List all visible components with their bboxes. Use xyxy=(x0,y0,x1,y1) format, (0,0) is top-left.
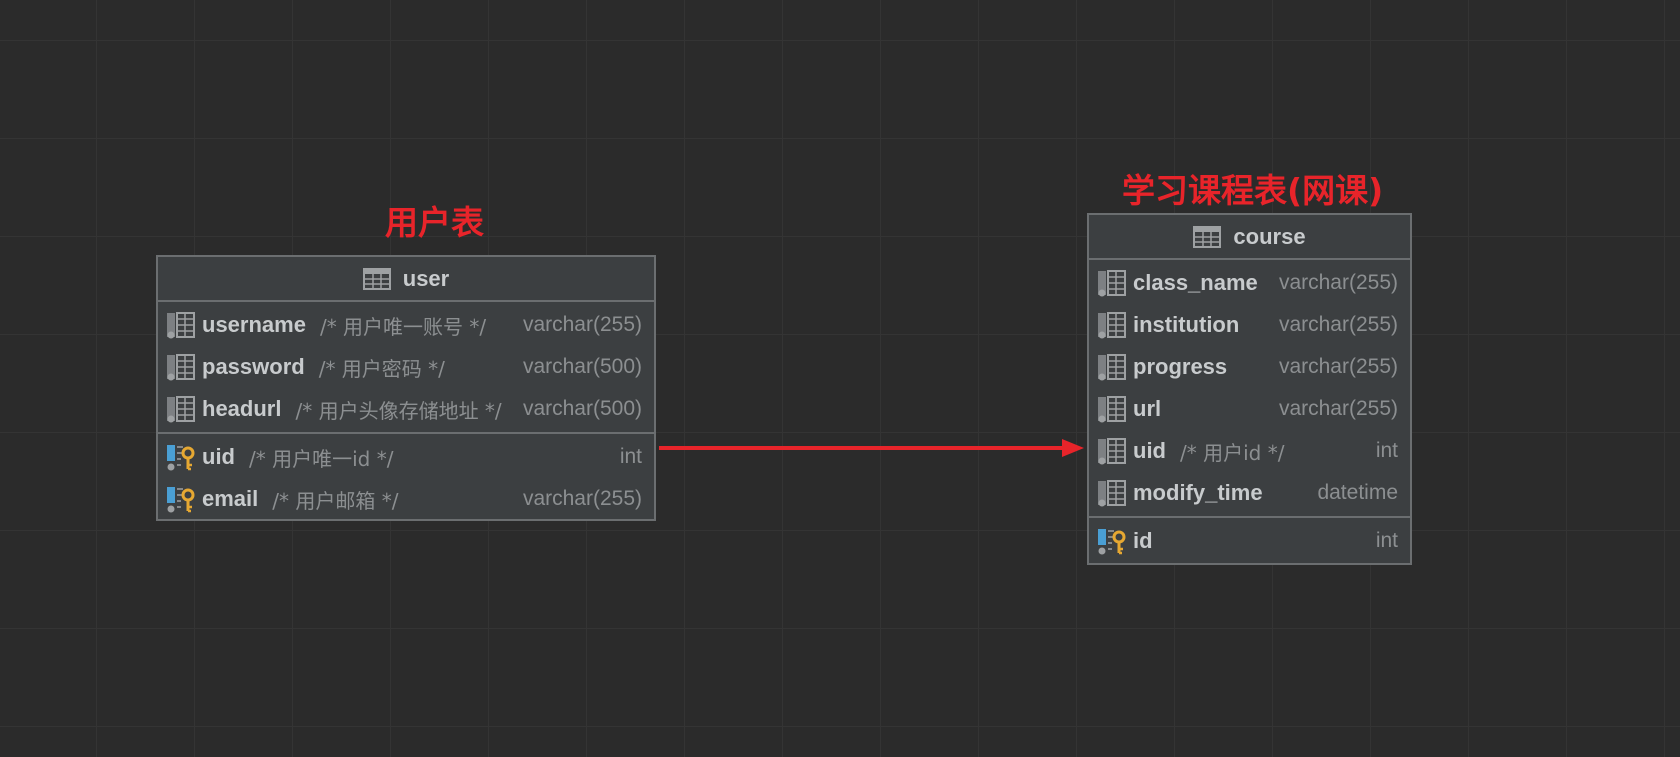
column-type: varchar(255) xyxy=(522,313,642,336)
course-table-annotation: 学习课程表(网课) xyxy=(1122,171,1384,210)
key-section: id int xyxy=(1089,518,1410,564)
column-comment: /* 用户密码 */ xyxy=(318,356,445,381)
key-section: uid /* 用户唯一id */ int email /* 用户邮箱 */ va… xyxy=(158,434,654,522)
column-name: uid xyxy=(202,444,235,469)
column-type: int xyxy=(1375,529,1398,552)
column-row[interactable]: url varchar(255) xyxy=(1089,388,1410,430)
user-table-node[interactable]: user username /* 用户唯一账号 */ varchar(255) … xyxy=(156,255,656,521)
column-row[interactable]: username /* 用户唯一账号 */ varchar(255) xyxy=(158,304,654,346)
column-type: varchar(500) xyxy=(522,355,642,378)
column-type: varchar(255) xyxy=(1278,355,1398,378)
column-name: modify_time xyxy=(1133,480,1263,505)
column-type: int xyxy=(1375,439,1398,462)
column-comment: /* 用户唯一id */ xyxy=(249,446,394,471)
key-column-row[interactable]: email /* 用户邮箱 */ varchar(255) xyxy=(158,478,654,520)
column-type: datetime xyxy=(1317,481,1398,504)
column-name: institution xyxy=(1133,312,1240,337)
column-section: username /* 用户唯一账号 */ varchar(255) passw… xyxy=(158,302,654,434)
table-name: course xyxy=(1233,223,1306,249)
column-name: url xyxy=(1133,396,1162,421)
column-comment: /* 用户id */ xyxy=(1180,440,1285,465)
column-comment: /* 用户头像存储地址 */ xyxy=(295,398,502,423)
table-name: user xyxy=(402,265,450,291)
column-comment: /* 用户唯一账号 */ xyxy=(319,314,487,339)
column-row[interactable]: class_name varchar(255) xyxy=(1089,262,1410,304)
column-row[interactable]: password /* 用户密码 */ varchar(500) xyxy=(158,346,654,388)
column-row[interactable]: progress varchar(255) xyxy=(1089,346,1410,388)
key-column-row[interactable]: uid /* 用户唯一id */ int xyxy=(158,436,654,478)
column-row[interactable]: institution varchar(255) xyxy=(1089,304,1410,346)
course-table-node[interactable]: course class_name varchar(255) instituti… xyxy=(1087,213,1412,565)
column-name: username xyxy=(202,312,306,337)
key-column-row[interactable]: id int xyxy=(1089,520,1410,562)
column-name: uid xyxy=(1133,438,1166,463)
column-type: varchar(255) xyxy=(1278,313,1398,336)
column-type: varchar(255) xyxy=(1278,397,1398,420)
user-table-annotation: 用户表 xyxy=(385,203,484,242)
column-row[interactable]: modify_time datetime xyxy=(1089,472,1410,514)
column-row[interactable]: headurl /* 用户头像存储地址 */ varchar(500) xyxy=(158,388,654,430)
column-section: class_name varchar(255) institution varc… xyxy=(1089,260,1410,518)
table-header[interactable]: course xyxy=(1089,215,1410,260)
table-header[interactable]: user xyxy=(158,257,654,302)
column-type: varchar(255) xyxy=(522,487,642,510)
column-name: progress xyxy=(1133,354,1228,379)
arrow-head-icon xyxy=(1062,439,1084,457)
column-name: id xyxy=(1133,528,1153,553)
column-type: varchar(500) xyxy=(522,397,642,420)
column-comment: /* 用户邮箱 */ xyxy=(272,488,399,513)
column-type: int xyxy=(619,445,642,468)
column-name: password xyxy=(202,354,305,379)
column-row[interactable]: uid /* 用户id */ int xyxy=(1089,430,1410,472)
column-name: headurl xyxy=(202,396,282,421)
column-name: email xyxy=(202,486,259,511)
column-type: varchar(255) xyxy=(1278,271,1398,294)
column-name: class_name xyxy=(1133,270,1258,295)
